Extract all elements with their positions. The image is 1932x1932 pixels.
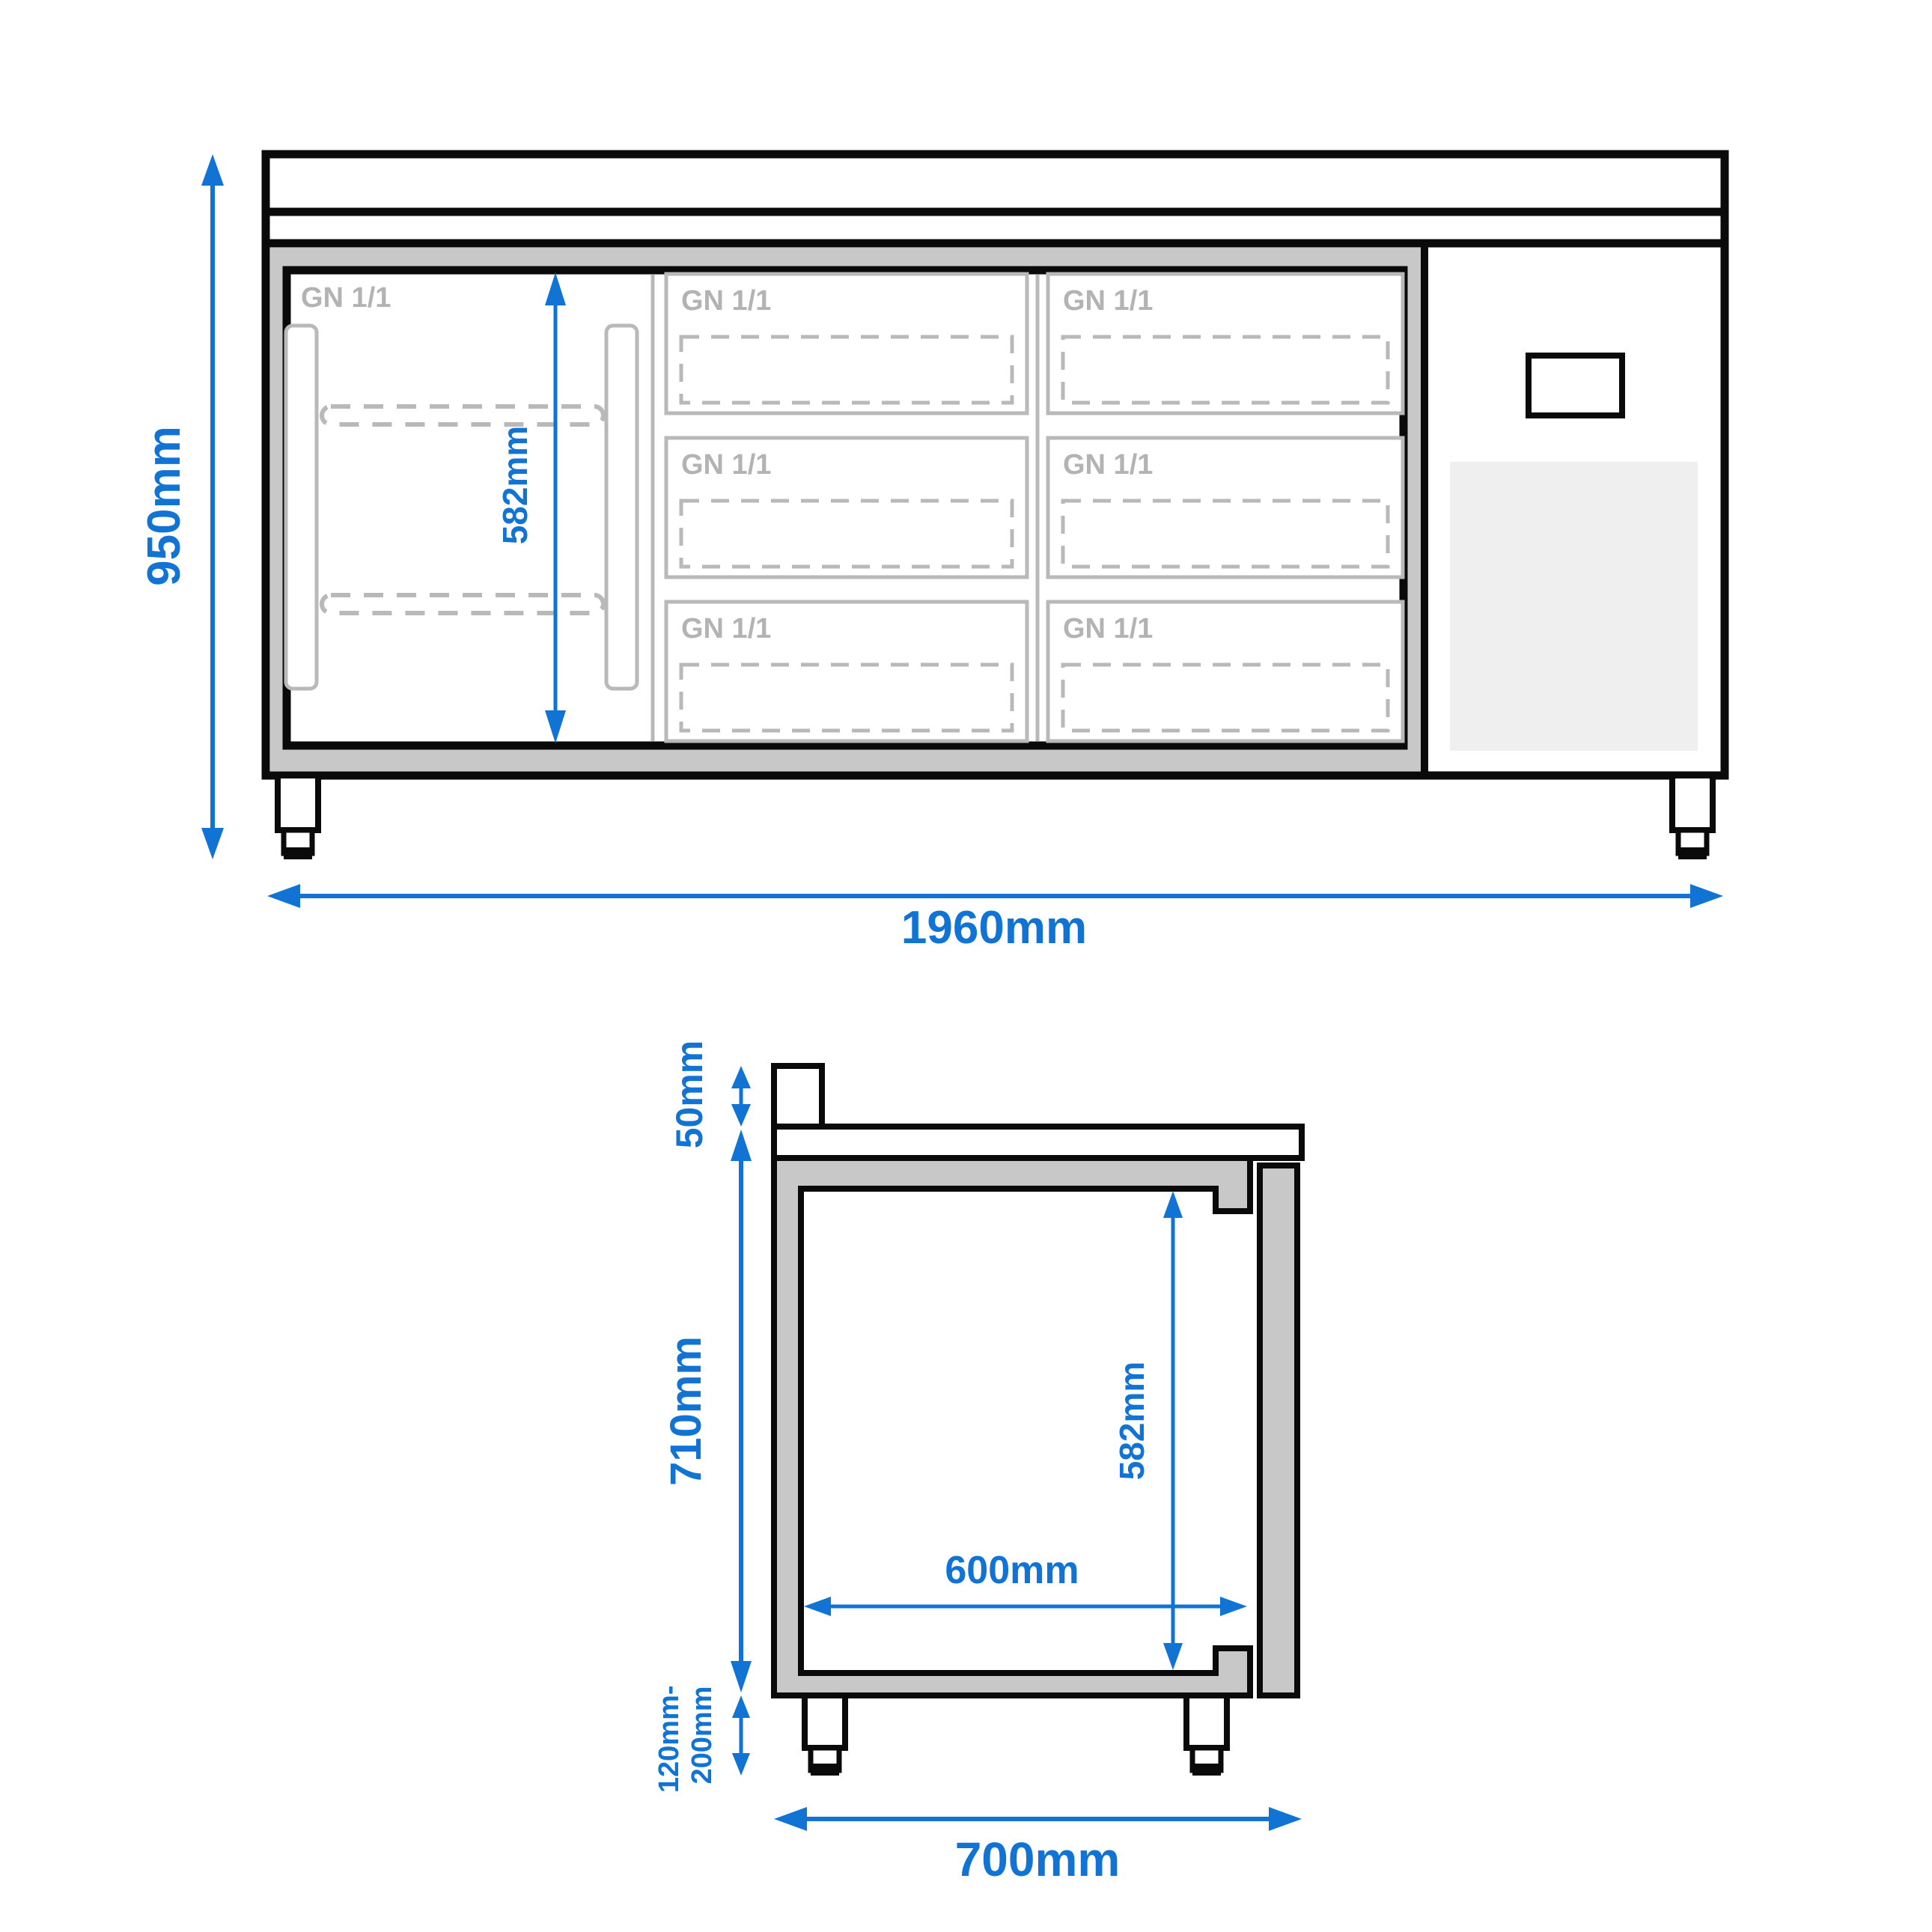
shelf-rail-dashed-lower <box>320 593 606 615</box>
foot-upper <box>802 1692 848 1751</box>
arrow-up-icon <box>201 154 224 186</box>
drawer-cell: GN 1/1 <box>664 436 1029 579</box>
foot-side-right <box>1183 1692 1230 1776</box>
arrow-down-icon <box>545 710 566 743</box>
gn-size-label: GN 1/1 <box>681 449 771 481</box>
gn-size-label: GN 1/1 <box>1063 449 1153 481</box>
gn-size-label: GN 1/1 <box>1063 613 1153 644</box>
dim-interior-height-side-label: 582mm <box>1112 1362 1151 1481</box>
dim-overall-height-label: 950mm <box>138 426 190 586</box>
door-section: GN 1/1 582mm <box>284 272 655 743</box>
arrow-left-icon <box>267 884 300 908</box>
dim-overall-width: 1960mm <box>267 884 1723 954</box>
drawer-front <box>1046 436 1405 579</box>
control-panel <box>1526 353 1625 418</box>
dim-interior-width-label: 600mm <box>945 1549 1079 1592</box>
drawer-cell: GN 1/1 <box>1046 272 1405 415</box>
dim-interior-width: 600mm <box>804 1549 1247 1616</box>
ventilation-panel <box>1450 462 1698 751</box>
drawer-column-right: GN 1/1 GN 1/1 GN 1/1 <box>1046 272 1405 743</box>
arrow-right-icon <box>1269 1807 1302 1831</box>
dim-foot-height-line2: 200mm <box>686 1686 718 1785</box>
drawer-cell: GN 1/1 <box>1046 436 1405 579</box>
dim-foot-height: 120mm- 200mm <box>653 1677 750 1793</box>
front-view: 950mm GN 1/1 582mm <box>138 150 1729 954</box>
drawer-front <box>664 600 1029 743</box>
door-hinge-left <box>284 323 319 691</box>
foot-tip <box>811 1764 839 1776</box>
dim-interior-height-label: 582mm <box>496 426 534 545</box>
drawer-front <box>1046 272 1405 415</box>
machine-compartment <box>1450 353 1698 751</box>
dim-backsplash-label: 50mm <box>668 1040 710 1149</box>
worktop-slab <box>771 1124 1305 1161</box>
gn-pan-outline <box>679 335 1014 405</box>
arrow-up-icon <box>731 1066 751 1088</box>
arrow-right-icon <box>1690 884 1723 908</box>
drawer-front <box>664 436 1029 579</box>
compartment-separator <box>1421 243 1428 775</box>
dim-backsplash-height: 50mm <box>668 1040 751 1149</box>
door-panel-side <box>1257 1162 1300 1698</box>
body-walls <box>771 1155 1253 1698</box>
foot-upper <box>1669 773 1716 833</box>
arrow-down-icon <box>1163 1643 1183 1670</box>
dim-foot-height-line1: 120mm- <box>653 1685 685 1793</box>
gn-pan-outline <box>1061 499 1390 569</box>
foot-side-left <box>802 1692 848 1776</box>
countertop-lower-band <box>261 207 1729 248</box>
dim-body-height: 710mm <box>662 1130 752 1692</box>
gn-size-label: GN 1/1 <box>681 613 771 644</box>
foot-upper <box>1183 1692 1230 1751</box>
gn-pan-outline <box>679 499 1014 569</box>
countertop-top-band <box>261 150 1729 216</box>
foot-front-right <box>1669 773 1716 859</box>
side-view: 50mm 710mm 120mm- 200mm 582mm <box>653 1040 1305 1886</box>
arrow-up-icon <box>731 1130 752 1161</box>
gn-pan-outline <box>1061 662 1390 733</box>
arrow-up-icon <box>732 1695 750 1718</box>
foot-upper <box>275 773 321 833</box>
dim-overall-depth-label: 700mm <box>955 1832 1121 1886</box>
drawer-front <box>1046 600 1405 743</box>
drawer-cell: GN 1/1 <box>664 600 1029 743</box>
drawer-cell: GN 1/1 <box>1046 600 1405 743</box>
dim-interior-height-side: 582mm <box>1112 1191 1183 1670</box>
backsplash <box>771 1063 825 1133</box>
drawer-column-middle: GN 1/1 GN 1/1 GN 1/1 <box>664 272 1029 743</box>
arrow-down-icon <box>731 1104 751 1127</box>
door-hinge-right <box>604 323 639 691</box>
gn-pan-outline <box>679 662 1014 733</box>
dim-overall-width-label: 1960mm <box>901 902 1087 954</box>
gn-size-label: GN 1/1 <box>1063 285 1153 317</box>
arrow-up-icon <box>1163 1191 1183 1218</box>
foot-front-left <box>275 773 321 859</box>
arrow-up-icon <box>545 272 566 305</box>
gn-pan-outline <box>1061 335 1390 405</box>
arrow-right-icon <box>1220 1597 1247 1616</box>
drawer-front <box>664 272 1029 415</box>
dim-foot-height-label: 120mm- 200mm <box>653 1677 718 1793</box>
arrow-left-icon <box>804 1597 831 1616</box>
drawer-cell: GN 1/1 <box>664 272 1029 415</box>
gn-size-label: GN 1/1 <box>301 282 391 314</box>
gn-size-label: GN 1/1 <box>681 285 771 317</box>
foot-tip <box>1192 1764 1221 1776</box>
dim-overall-height: 950mm <box>138 154 224 859</box>
arrow-down-icon <box>201 828 224 859</box>
arrow-down-icon <box>732 1753 750 1776</box>
foot-tip <box>284 847 312 859</box>
dim-interior-height-front: 582mm <box>496 272 566 743</box>
arrow-left-icon <box>774 1807 807 1831</box>
foot-tip <box>1678 847 1707 859</box>
dim-overall-depth: 700mm <box>774 1807 1302 1886</box>
arrow-down-icon <box>731 1661 752 1692</box>
shelf-rail-dashed-upper <box>320 404 606 427</box>
dim-body-height-label: 710mm <box>662 1336 710 1486</box>
